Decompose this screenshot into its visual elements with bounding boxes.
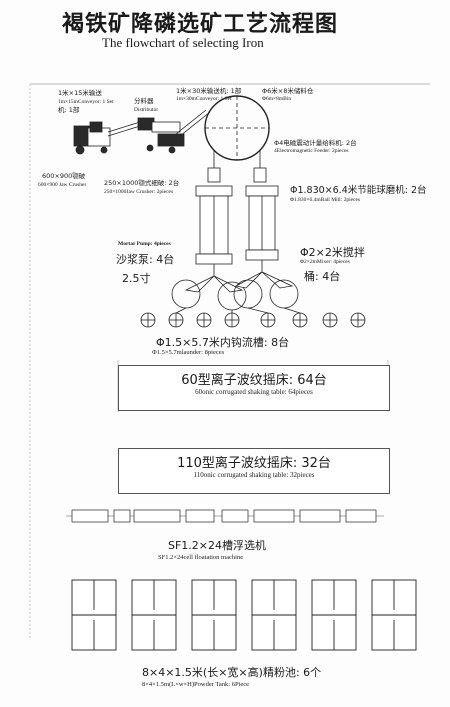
conveyor-30-belt <box>175 109 207 135</box>
conveyor-15-belt <box>107 121 141 133</box>
powder-tank-row <box>71 579 417 651</box>
ball-mill-left-shape <box>195 185 233 276</box>
distributor-label-zh: 分料器 <box>134 97 154 105</box>
mortar-pump-label-en: Mortar Pump: 4pieces <box>118 241 171 247</box>
fine-jaw-label-en: 250×1000Jaw Crusher: 2pieces <box>104 189 174 195</box>
conveyor15-label-zh2: 机: 1部 <box>58 106 80 114</box>
ball-mill-label-zh: Φ1.830×6.4米节能球磨机: 2台 <box>290 185 427 196</box>
mortar-pump-label-zh1: 沙浆泵: 4台 <box>116 253 175 266</box>
powder-tank-label-zh: 8×4×1.5米(长×宽×高)精粉池: 6个 <box>142 666 322 679</box>
conveyor15-label-zh1: 1米×15米输送 <box>58 89 102 97</box>
launder-row <box>140 307 366 328</box>
mixer-label-zh2: 桶: 4台 <box>304 270 341 283</box>
mixer-right-group <box>233 271 299 309</box>
shaking-table-60-box: 60型离子波纹摇床: 64台 60onic corrugated shaking… <box>118 365 390 411</box>
table110-label-zh: 110型离子波纹摇床: 32台 <box>177 456 331 471</box>
shaking-table-110-box: 110型离子波纹摇床: 32台 110onic corrugated shaki… <box>118 448 390 494</box>
table60-label-en: 60onic corrugated shaking table: 64piece… <box>195 388 313 396</box>
flotation-row <box>66 509 384 523</box>
powder-tank-label-en: 8×4×1.5m(L×w×H)Powder Tank: 6Piece <box>142 681 250 688</box>
bin-label-en: Φ6m×8mBin <box>262 96 292 102</box>
table110-label-en: 110onic corrugated shaking table: 32piec… <box>193 471 315 479</box>
flotation-label-en: SF1.2×24cell floatation machine <box>158 554 244 561</box>
launder-label-en: Φ1.5×5.7mlaunder: 8pieces <box>152 349 225 356</box>
flotation-label-zh: SF1.2×24槽浮选机 <box>168 539 267 552</box>
conveyor30-label-zh: 1米×30米输送机: 1部 <box>176 87 242 95</box>
conveyor15-label-en: 1m×15mConveyor: 1 Set <box>58 99 114 105</box>
title-zh: 褐铁矿降磷选矿工艺流程图 <box>62 12 339 37</box>
title-en: The flowchart of selecting Iron <box>102 35 264 50</box>
mixer-label-zh1: Φ2×2米搅拌 <box>300 246 365 259</box>
jaw-crusher-label-en: 600×900 Jaw Crusher <box>38 182 87 188</box>
distributor-label-en: Distributor <box>134 107 159 113</box>
table60-label-zh: 60型离子波纹摇床: 64台 <box>181 373 327 388</box>
launder-label-zh: Φ1.5×5.7米内钩流槽: 8台 <box>156 336 290 349</box>
mixer-left-group <box>171 275 247 311</box>
ball-mill-label-en: Φ1.830×6.4mBall Mill: 2pieces <box>290 197 361 203</box>
feeder-label-zh: Φ4电磁震动计量给料机: 2台 <box>274 139 357 147</box>
fine-crusher-shape <box>137 117 185 154</box>
mixer-label-en: Φ2×2mMixer: 4pieces <box>300 259 350 265</box>
feeder-label-en: 4Electromagnetic Feeder: 2pieces <box>274 148 349 154</box>
fine-jaw-label-zh: 250×1000颚式细破: 2台 <box>104 179 180 187</box>
ball-mill-right-shape <box>245 185 279 272</box>
conveyor30-label-en: 1m×30mConveyor: 1 Set <box>176 96 232 102</box>
jaw-crusher-shape <box>73 121 111 155</box>
mortar-pump-label-zh2: 2.5寸 <box>122 272 151 285</box>
jaw-crusher-label-zh: 600×900颚破 <box>42 172 86 180</box>
bin-label-zh: Φ6米×8米储料仓 <box>262 87 314 95</box>
